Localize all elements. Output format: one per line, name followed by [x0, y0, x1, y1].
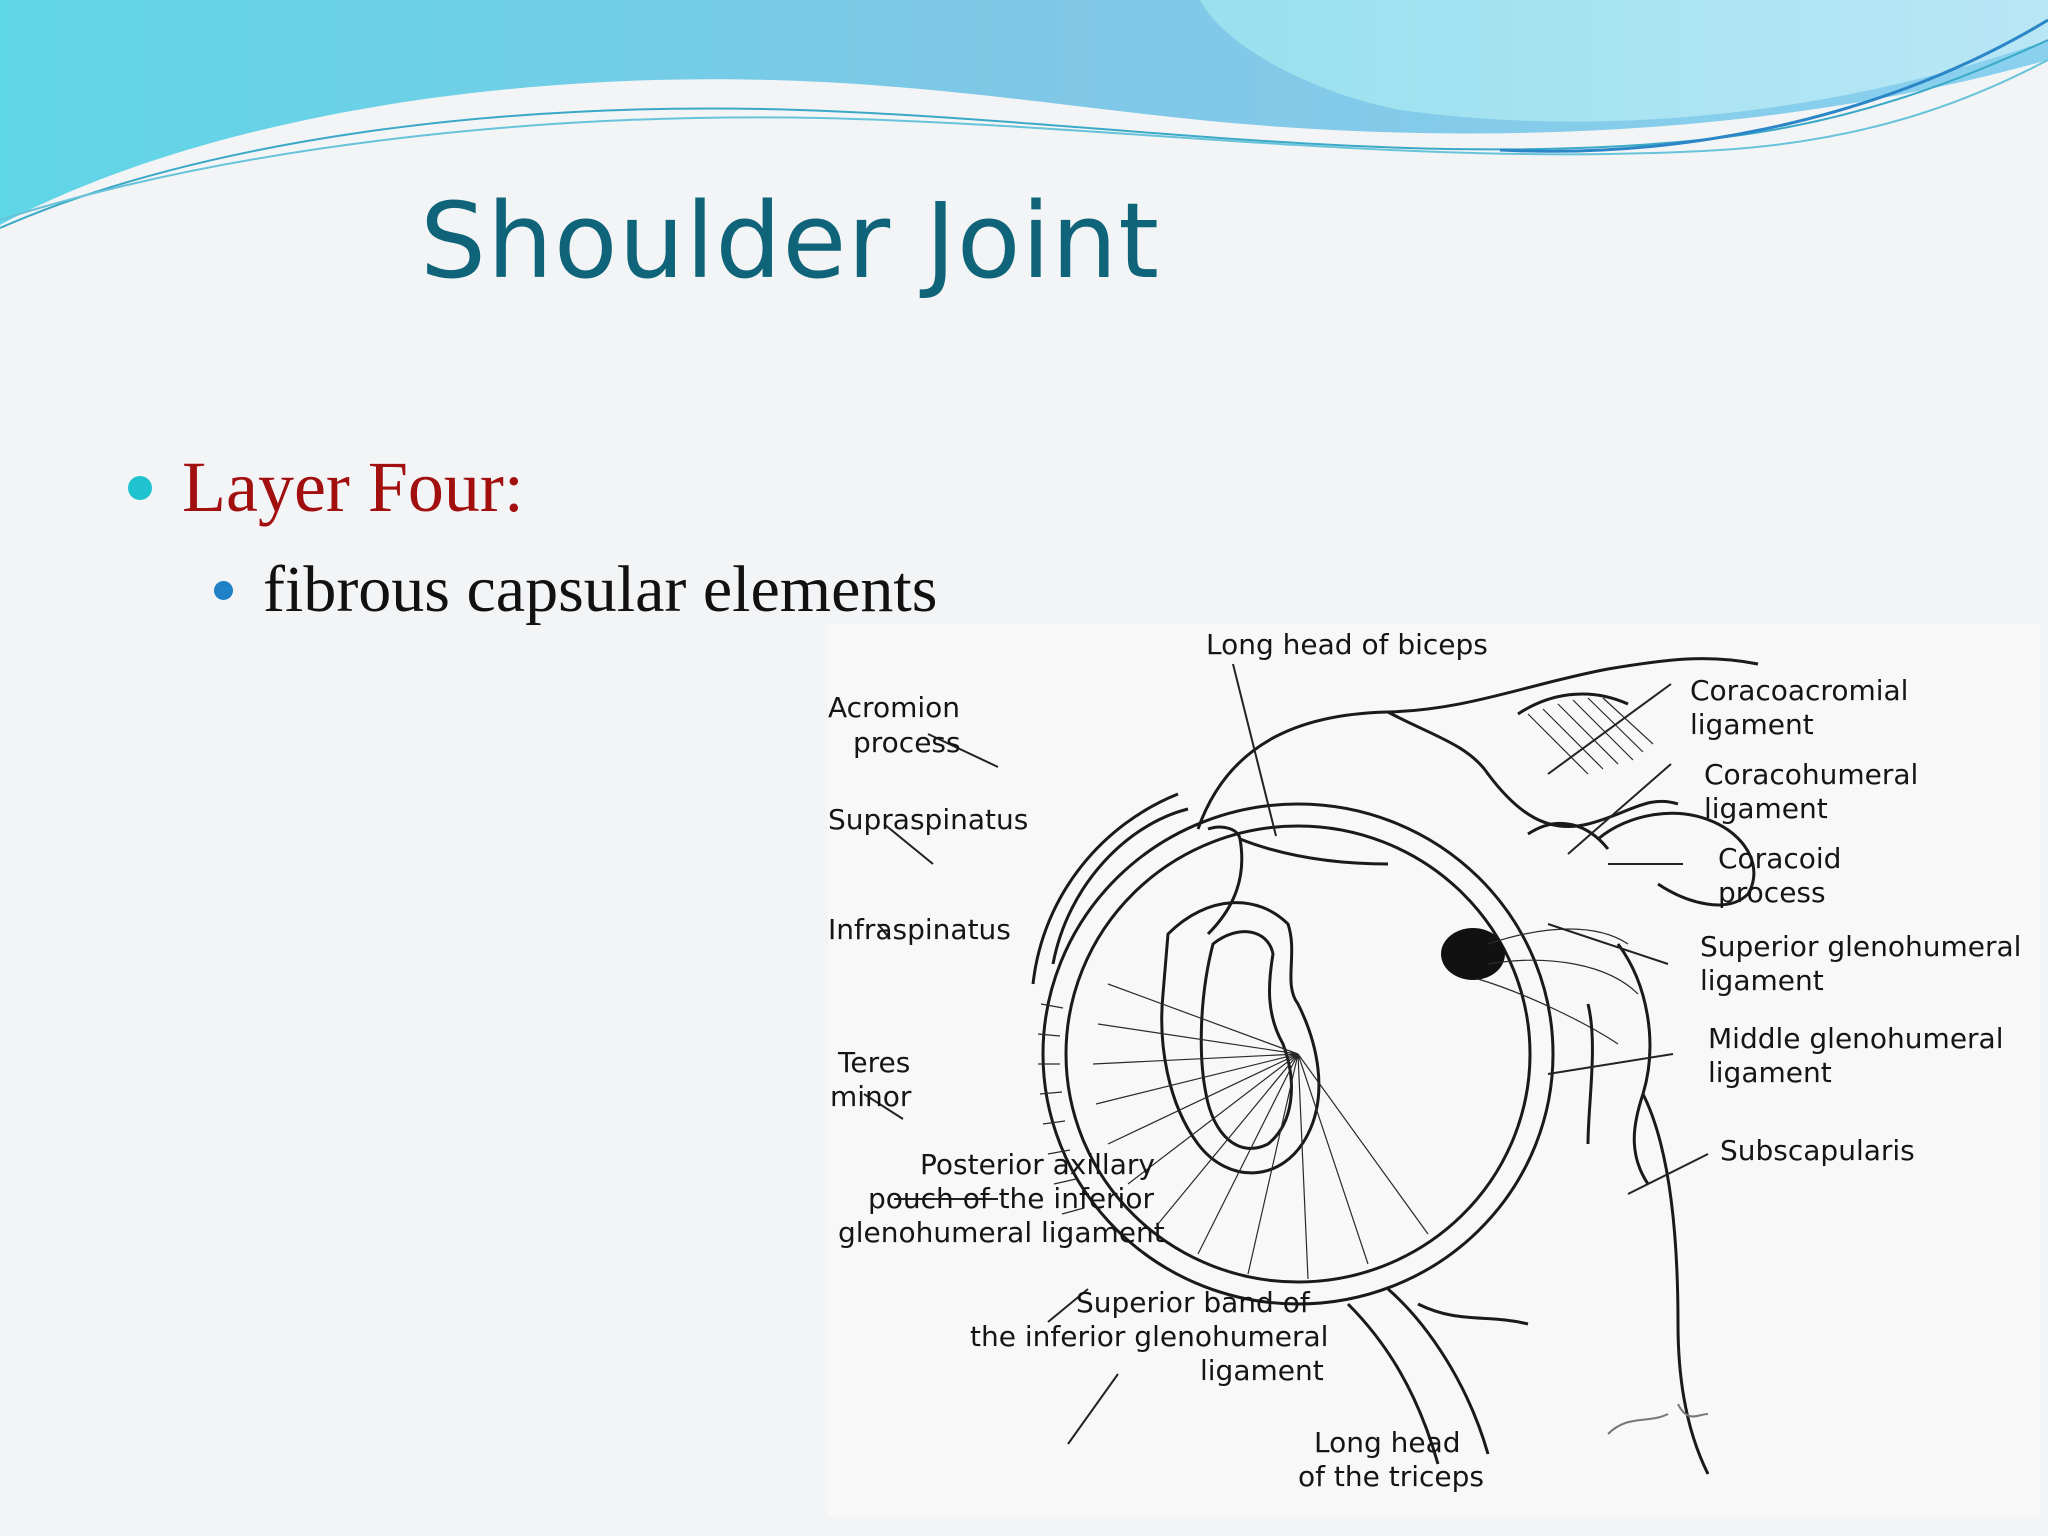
humeral-shaft [1641, 1093, 1710, 1475]
acromion-outline [1196, 657, 1759, 830]
label-infraspinatus: Infraspinatus [828, 913, 1011, 946]
glenoid-labrum [1160, 901, 1321, 1175]
label-supraspinatus: Supraspinatus [828, 803, 1028, 836]
label-triceps: Long head [1314, 1426, 1461, 1459]
label-teres: Teres [837, 1046, 910, 1079]
label-coracoid-2: process [1718, 876, 1826, 909]
label-superior-gh: Superior glenohumeral [1700, 930, 2021, 963]
anatomy-illustration: Long head of biceps Acromion process Cor… [828, 628, 2021, 1493]
rotator-interval-opening [1441, 928, 1505, 980]
label-posterior-axillary-3: glenohumeral ligament [838, 1216, 1165, 1249]
sub-bullet-text: fibrous capsular elements [263, 553, 938, 626]
bullet-layer-four: Layer Four: [128, 446, 524, 529]
label-coracohumeral-2: ligament [1704, 792, 1828, 825]
label-long-head-biceps: Long head of biceps [1206, 628, 1488, 661]
sub-bullet-dot-icon [214, 580, 233, 600]
label-acromion-2: process [853, 726, 961, 759]
bullet-text: Layer Four: [182, 447, 524, 527]
bullet-dot-icon [128, 475, 152, 500]
label-middle-gh-2: ligament [1708, 1056, 1832, 1089]
label-triceps-2: of the triceps [1298, 1460, 1484, 1493]
label-superior-band: Superior band of [1076, 1286, 1311, 1319]
coracoid-process-outline [1597, 811, 1756, 907]
sub-bullet-fibrous-capsular: fibrous capsular elements [214, 552, 937, 628]
label-superior-gh-2: ligament [1700, 964, 1824, 997]
label-subscapularis: Subscapularis [1720, 1134, 1915, 1167]
middle-gh-ligament [1616, 943, 1652, 1185]
label-superior-band-2: the inferior glenohumeral [970, 1320, 1328, 1353]
biceps-tendon [1206, 825, 1244, 936]
label-teres-2: minor [830, 1080, 912, 1113]
label-coracoid: Coracoid [1718, 842, 1841, 875]
label-coracohumeral: Coracohumeral [1704, 758, 1918, 791]
label-middle-gh: Middle glenohumeral [1708, 1022, 2004, 1055]
label-posterior-axillary-2: pouch of the inferior [868, 1182, 1154, 1215]
label-coracoacromial-2: ligament [1690, 708, 1814, 741]
slide-title: Shoulder Joint [420, 180, 1161, 302]
label-acromion: Acromion [828, 691, 960, 724]
label-coracoacromial: Coracoacromial [1690, 674, 1908, 707]
shoulder-capsule-diagram: Long head of biceps Acromion process Cor… [828, 624, 2040, 1516]
label-superior-band-3: ligament [1200, 1354, 1324, 1387]
label-posterior-axillary: Posterior axillary [920, 1148, 1155, 1181]
header-wave-decoration [0, 0, 2048, 229]
artist-signature [1607, 1403, 1709, 1435]
coracoacromial-arch [1387, 710, 1679, 829]
glenoid-capsule-outline [1041, 802, 1555, 1306]
